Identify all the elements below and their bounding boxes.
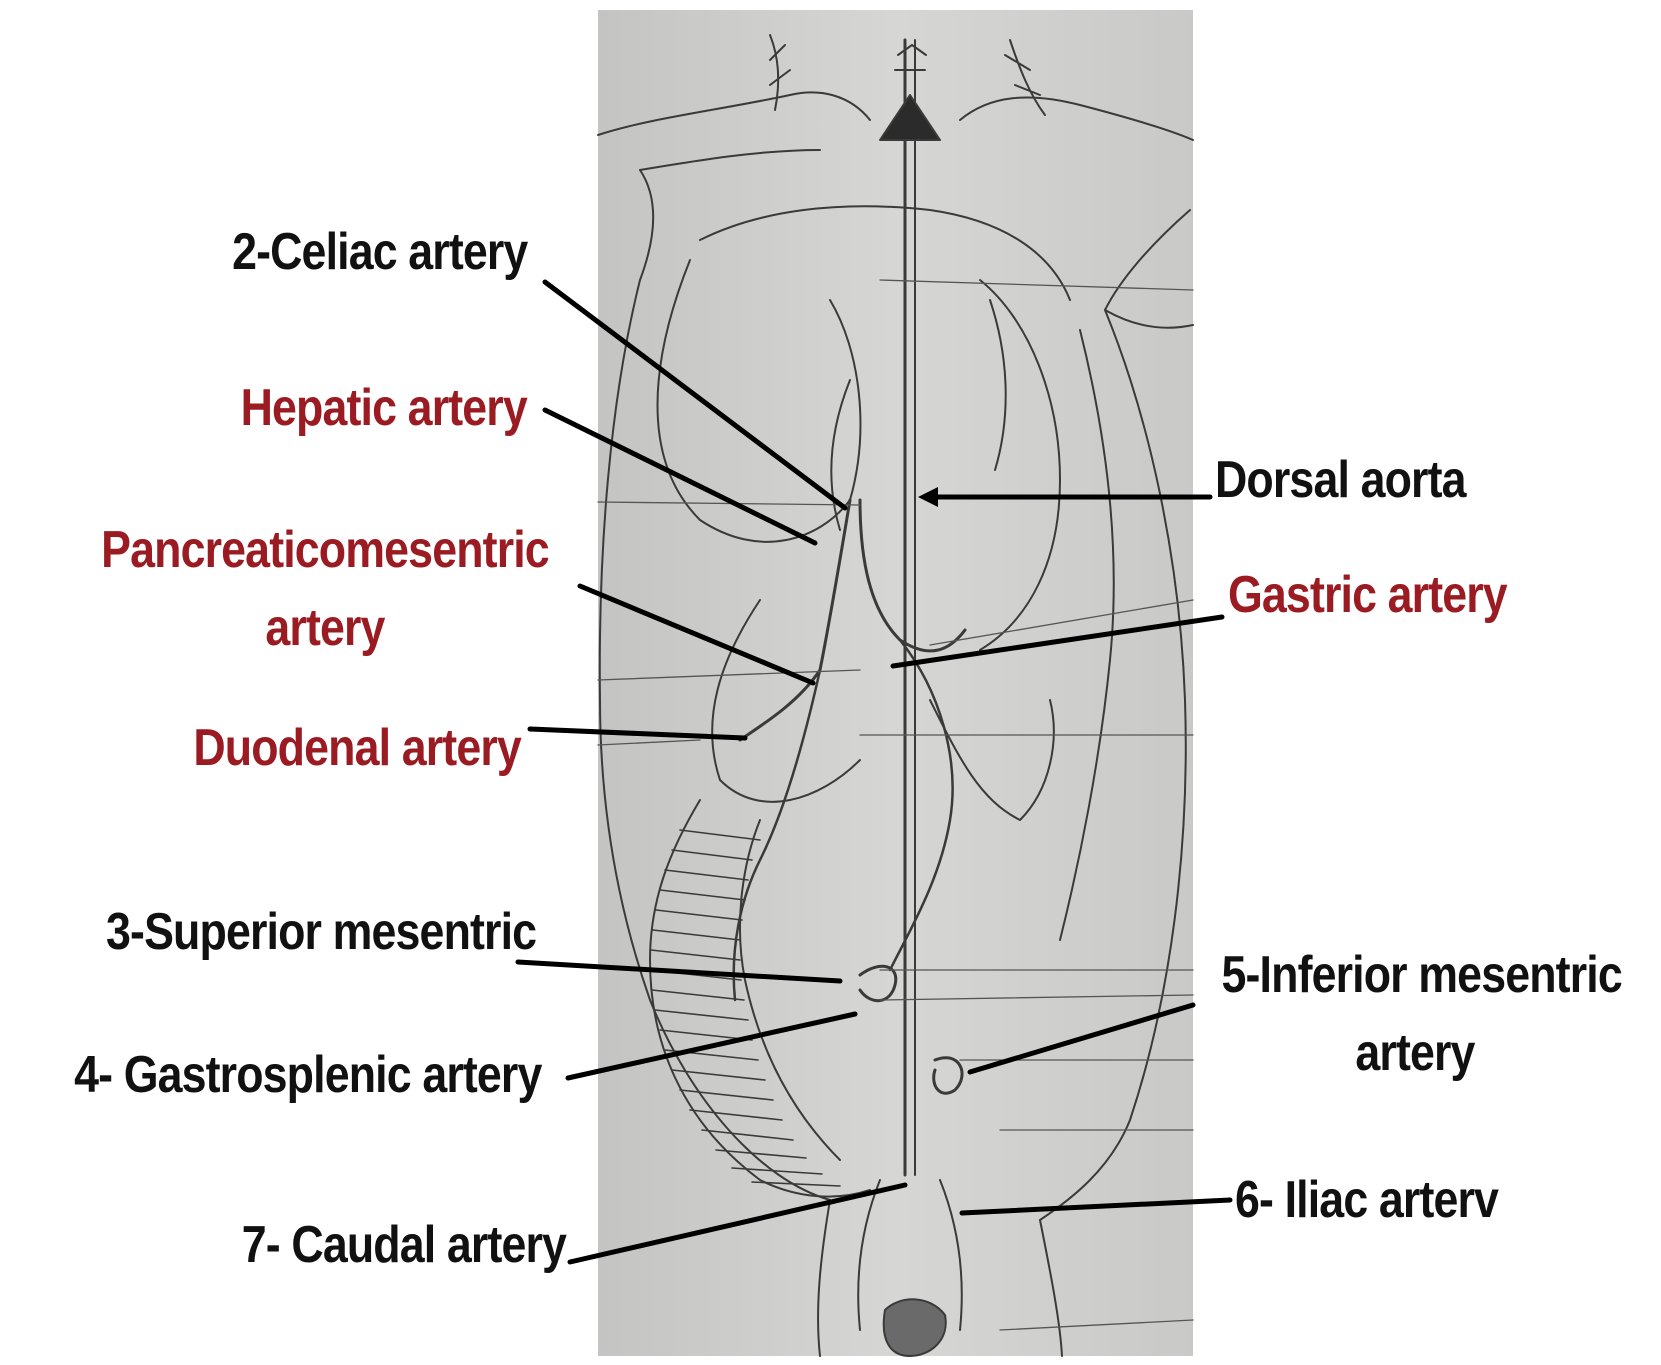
drawing-photo	[598, 10, 1193, 1356]
label-inferior-mesentric-artery-line1: 5-Inferior mesentric	[1222, 945, 1609, 1005]
label-iliac-artery: 6- Iliac arterv	[1235, 1170, 1498, 1230]
label-gastric-artery: Gastric artery	[1228, 565, 1507, 625]
label-pancreaticomesentric-artery-line2: artery	[80, 598, 570, 658]
label-gastrosplenic-artery: 4- Gastrosplenic artery	[74, 1045, 541, 1105]
label-dorsal-aorta: Dorsal aorta	[1215, 450, 1466, 510]
label-pancreaticomesentric-artery-line1: Pancreaticomesentric	[80, 520, 570, 580]
label-superior-mesentric: 3-Superior mesentric	[106, 902, 536, 962]
label-caudal-artery: 7- Caudal artery	[242, 1215, 566, 1275]
label-inferior-mesentric-artery-line2: artery	[1222, 1023, 1609, 1083]
label-duodenal-artery: Duodenal artery	[193, 718, 521, 778]
label-celiac-artery: 2-Celiac artery	[232, 222, 527, 282]
label-hepatic-artery: Hepatic artery	[241, 378, 527, 438]
